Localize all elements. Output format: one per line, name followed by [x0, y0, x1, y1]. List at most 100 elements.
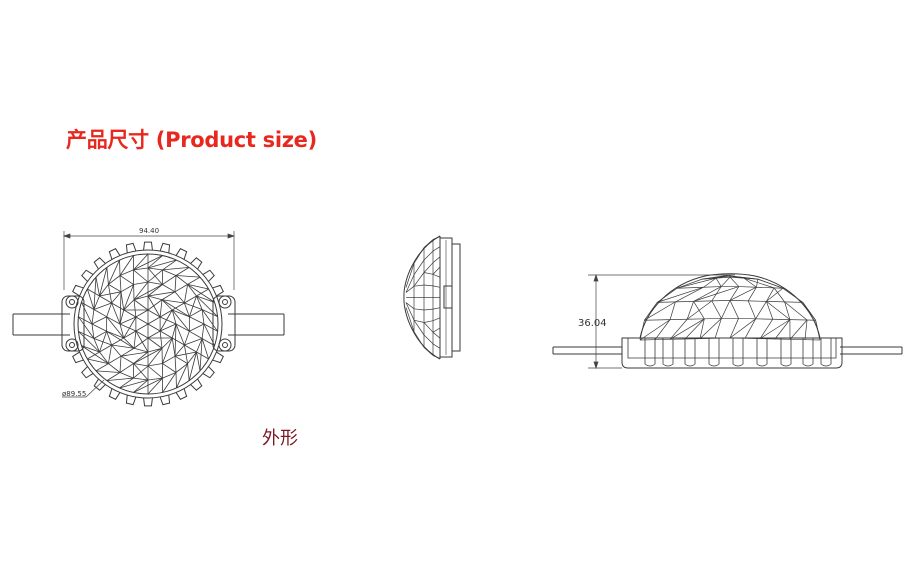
profile-facet-edge	[766, 287, 784, 302]
facet-edge	[133, 269, 149, 283]
facet-edge	[95, 277, 100, 297]
facet-edge	[106, 377, 134, 382]
facet-edge	[172, 302, 185, 311]
facet-edge	[161, 337, 173, 349]
facet-edge	[201, 309, 218, 318]
profile-facet-edge	[721, 300, 731, 319]
facet-edge	[87, 358, 109, 364]
front-tooth	[175, 248, 188, 260]
side-facet-edge	[432, 256, 441, 263]
facet-edge	[111, 302, 121, 325]
front-tooth	[143, 241, 153, 251]
profile-facet-edge	[686, 301, 694, 320]
facet-edge	[147, 337, 163, 349]
profile-facet-edge	[720, 276, 731, 287]
facet-edge	[147, 323, 161, 332]
facet-edge	[175, 363, 188, 373]
facet-edge	[106, 316, 121, 325]
facet-edge	[133, 253, 149, 271]
profile-facet-edge	[804, 319, 808, 340]
profile-facet-edge	[699, 318, 722, 339]
facet-edge	[162, 259, 177, 271]
front-tooth	[125, 394, 137, 406]
profile-facet-edge	[693, 301, 705, 320]
side-facet-edge	[432, 307, 441, 310]
facet-edge	[188, 351, 197, 381]
facet-edge	[147, 363, 163, 367]
profile-facet-edge	[669, 301, 676, 320]
profile-facet-edge	[747, 287, 757, 302]
facet-edge	[119, 275, 134, 285]
facet-edge	[159, 330, 173, 339]
facet-edge	[187, 284, 209, 290]
profile-facet-edge	[729, 276, 740, 287]
facet-edge	[176, 363, 188, 389]
profile-facet-edge	[755, 301, 767, 320]
facet-edge	[106, 330, 135, 349]
front-tooth	[81, 366, 94, 379]
facet-edge	[147, 377, 163, 395]
facet-edge	[135, 309, 149, 318]
facet-edge	[171, 309, 177, 325]
facet-edge	[147, 291, 176, 297]
profile-facet-edge	[644, 319, 671, 321]
front-tooth	[159, 394, 171, 406]
profile-tooth	[708, 338, 720, 367]
profile-facet-edge	[639, 319, 671, 341]
profile-facet-edge	[743, 277, 757, 288]
profile-facet-edge	[684, 318, 705, 340]
facet-edge	[201, 309, 218, 332]
facet-edge	[159, 316, 177, 325]
profile-facet-edge	[693, 286, 722, 302]
profile-base-teeth	[644, 338, 832, 367]
facet-edge	[99, 295, 112, 304]
facet-edge	[99, 284, 109, 297]
facet-edge	[159, 309, 173, 332]
profile-facet-edge	[699, 318, 705, 339]
facet-edge	[183, 284, 188, 304]
front-diameter-label: ø89.55	[62, 390, 86, 398]
facet-edge	[196, 288, 209, 297]
facet-edge	[196, 351, 209, 360]
side-facet-edge	[405, 285, 415, 293]
facet-edge	[99, 351, 109, 364]
facet-edge	[119, 275, 122, 292]
facet-edge	[189, 330, 203, 339]
front-width-dimension	[62, 231, 236, 290]
facet-edge	[147, 309, 161, 318]
facet-edge	[196, 295, 218, 317]
profile-cable-left	[552, 346, 622, 355]
facet-edge	[93, 302, 112, 310]
facet-edge	[187, 276, 201, 285]
facet-edge	[196, 351, 201, 371]
side-facet-edge	[405, 302, 415, 321]
facet-edge	[189, 316, 205, 325]
profile-facet-edge	[729, 286, 740, 301]
facet-edge	[133, 267, 149, 271]
side-facet-edge	[432, 355, 441, 359]
side-facet-edge	[423, 320, 434, 323]
profile-tooth	[756, 338, 768, 367]
facet-edge	[147, 255, 163, 269]
side-view	[403, 235, 461, 360]
facet-edge	[123, 299, 135, 311]
facet-edge	[184, 338, 203, 346]
facet-edge	[172, 337, 185, 346]
facet-edge	[133, 351, 149, 364]
facet-edge	[175, 323, 185, 346]
profile-facet-edge	[759, 319, 774, 339]
facet-edge	[196, 295, 203, 310]
profile-facet-edge	[654, 319, 671, 340]
side-facet-edge	[432, 317, 441, 322]
facet-edge	[174, 284, 188, 293]
side-facet-edge	[432, 273, 441, 278]
facet-edge	[135, 330, 149, 339]
facet-edge	[174, 344, 185, 357]
facet-edge	[133, 255, 163, 271]
facet-edge	[133, 363, 149, 367]
profile-facet-edge	[714, 318, 722, 339]
facet-edge	[171, 309, 190, 332]
facet-edge	[174, 291, 185, 304]
profile-facet-edge	[729, 286, 757, 301]
facet-edge	[133, 377, 149, 381]
